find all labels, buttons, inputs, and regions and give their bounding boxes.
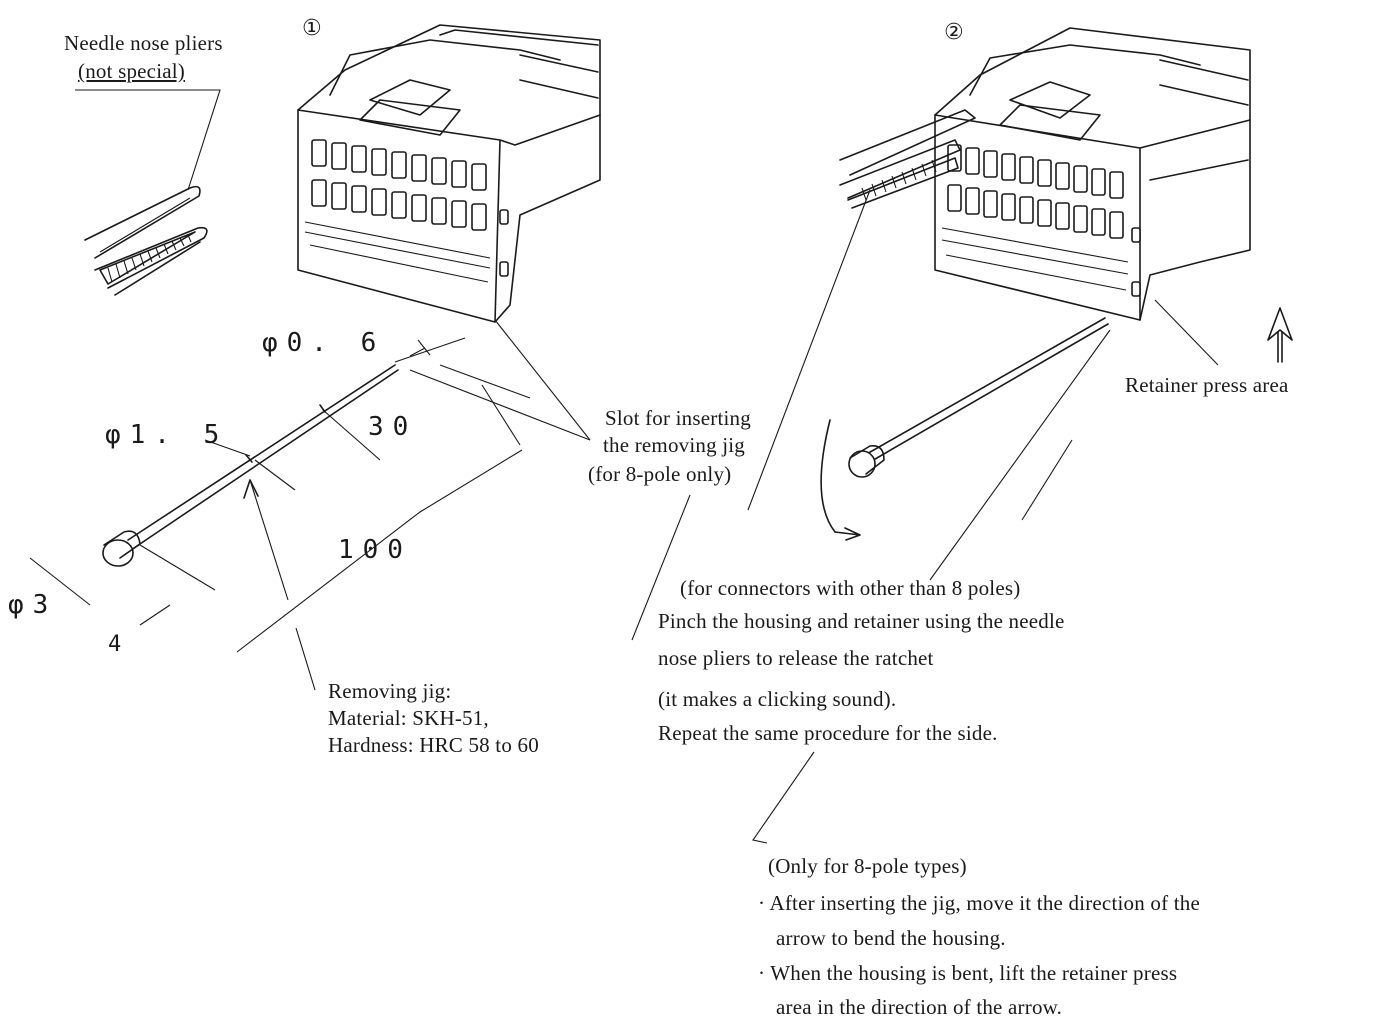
pliers-label-line2: (not special) — [78, 59, 185, 83]
shaft-diameter-label: φ1. 5 — [105, 420, 229, 450]
slot-leader-2 — [409, 369, 591, 441]
jig-label-line3: Hardness: HRC 58 to 60 — [328, 733, 539, 757]
removing-jig-drawing — [29, 337, 531, 691]
total-length-label: 100 — [338, 535, 412, 565]
needle-nose-pliers-drawing — [75, 89, 221, 296]
other-poles-line1: (for connectors with other than 8 poles) — [680, 576, 1021, 600]
eight-pole-leader — [752, 751, 815, 844]
step-1-marker: ① — [302, 16, 322, 41]
eight-pole-bullet1-line1: · After inserting the jig, move it the d… — [758, 891, 1200, 915]
connector-1-drawing — [297, 24, 601, 323]
other-poles-line3: nose pliers to release the ratchet — [658, 646, 934, 670]
slot-label-line1: Slot for inserting — [605, 406, 751, 430]
other-poles-line4: (it makes a clicking sound). — [658, 687, 897, 711]
eight-pole-bullet1-line2: arrow to bend the housing. — [776, 926, 1006, 950]
slot-label-line2: the removing jig — [603, 433, 746, 457]
tip-length-label: 30 — [368, 412, 418, 442]
slot-leader-3 — [631, 494, 691, 641]
retainer-press-label: Retainer press area — [1125, 373, 1289, 397]
jig-label-line2: Material: SKH-51, — [328, 706, 489, 730]
pliers-label-line1: Needle nose pliers — [64, 31, 223, 55]
step-2-marker: ② — [944, 20, 964, 45]
eight-pole-bullet2-line1: · When the housing is bent, lift the ret… — [758, 961, 1178, 985]
handle-diameter-label: φ3 — [8, 590, 58, 620]
up-arrow-icon — [1267, 307, 1293, 363]
connector-2-drawing — [747, 27, 1251, 581]
eight-pole-bullet2-line2: area in the direction of the arrow. — [776, 995, 1063, 1019]
eight-pole-heading: (Only for 8-pole types) — [768, 854, 967, 878]
tip-diameter-label: φ0. 6 — [262, 328, 386, 358]
handle-length-label: 4 — [108, 632, 131, 657]
slot-leader-1 — [494, 319, 591, 441]
jig-label-line1: Removing jig: — [328, 679, 452, 703]
other-poles-line5: Repeat the same procedure for the side. — [658, 721, 998, 745]
slot-label-line3: (for 8-pole only) — [588, 462, 732, 486]
other-poles-line2: Pinch the housing and retainer using the… — [658, 609, 1065, 633]
